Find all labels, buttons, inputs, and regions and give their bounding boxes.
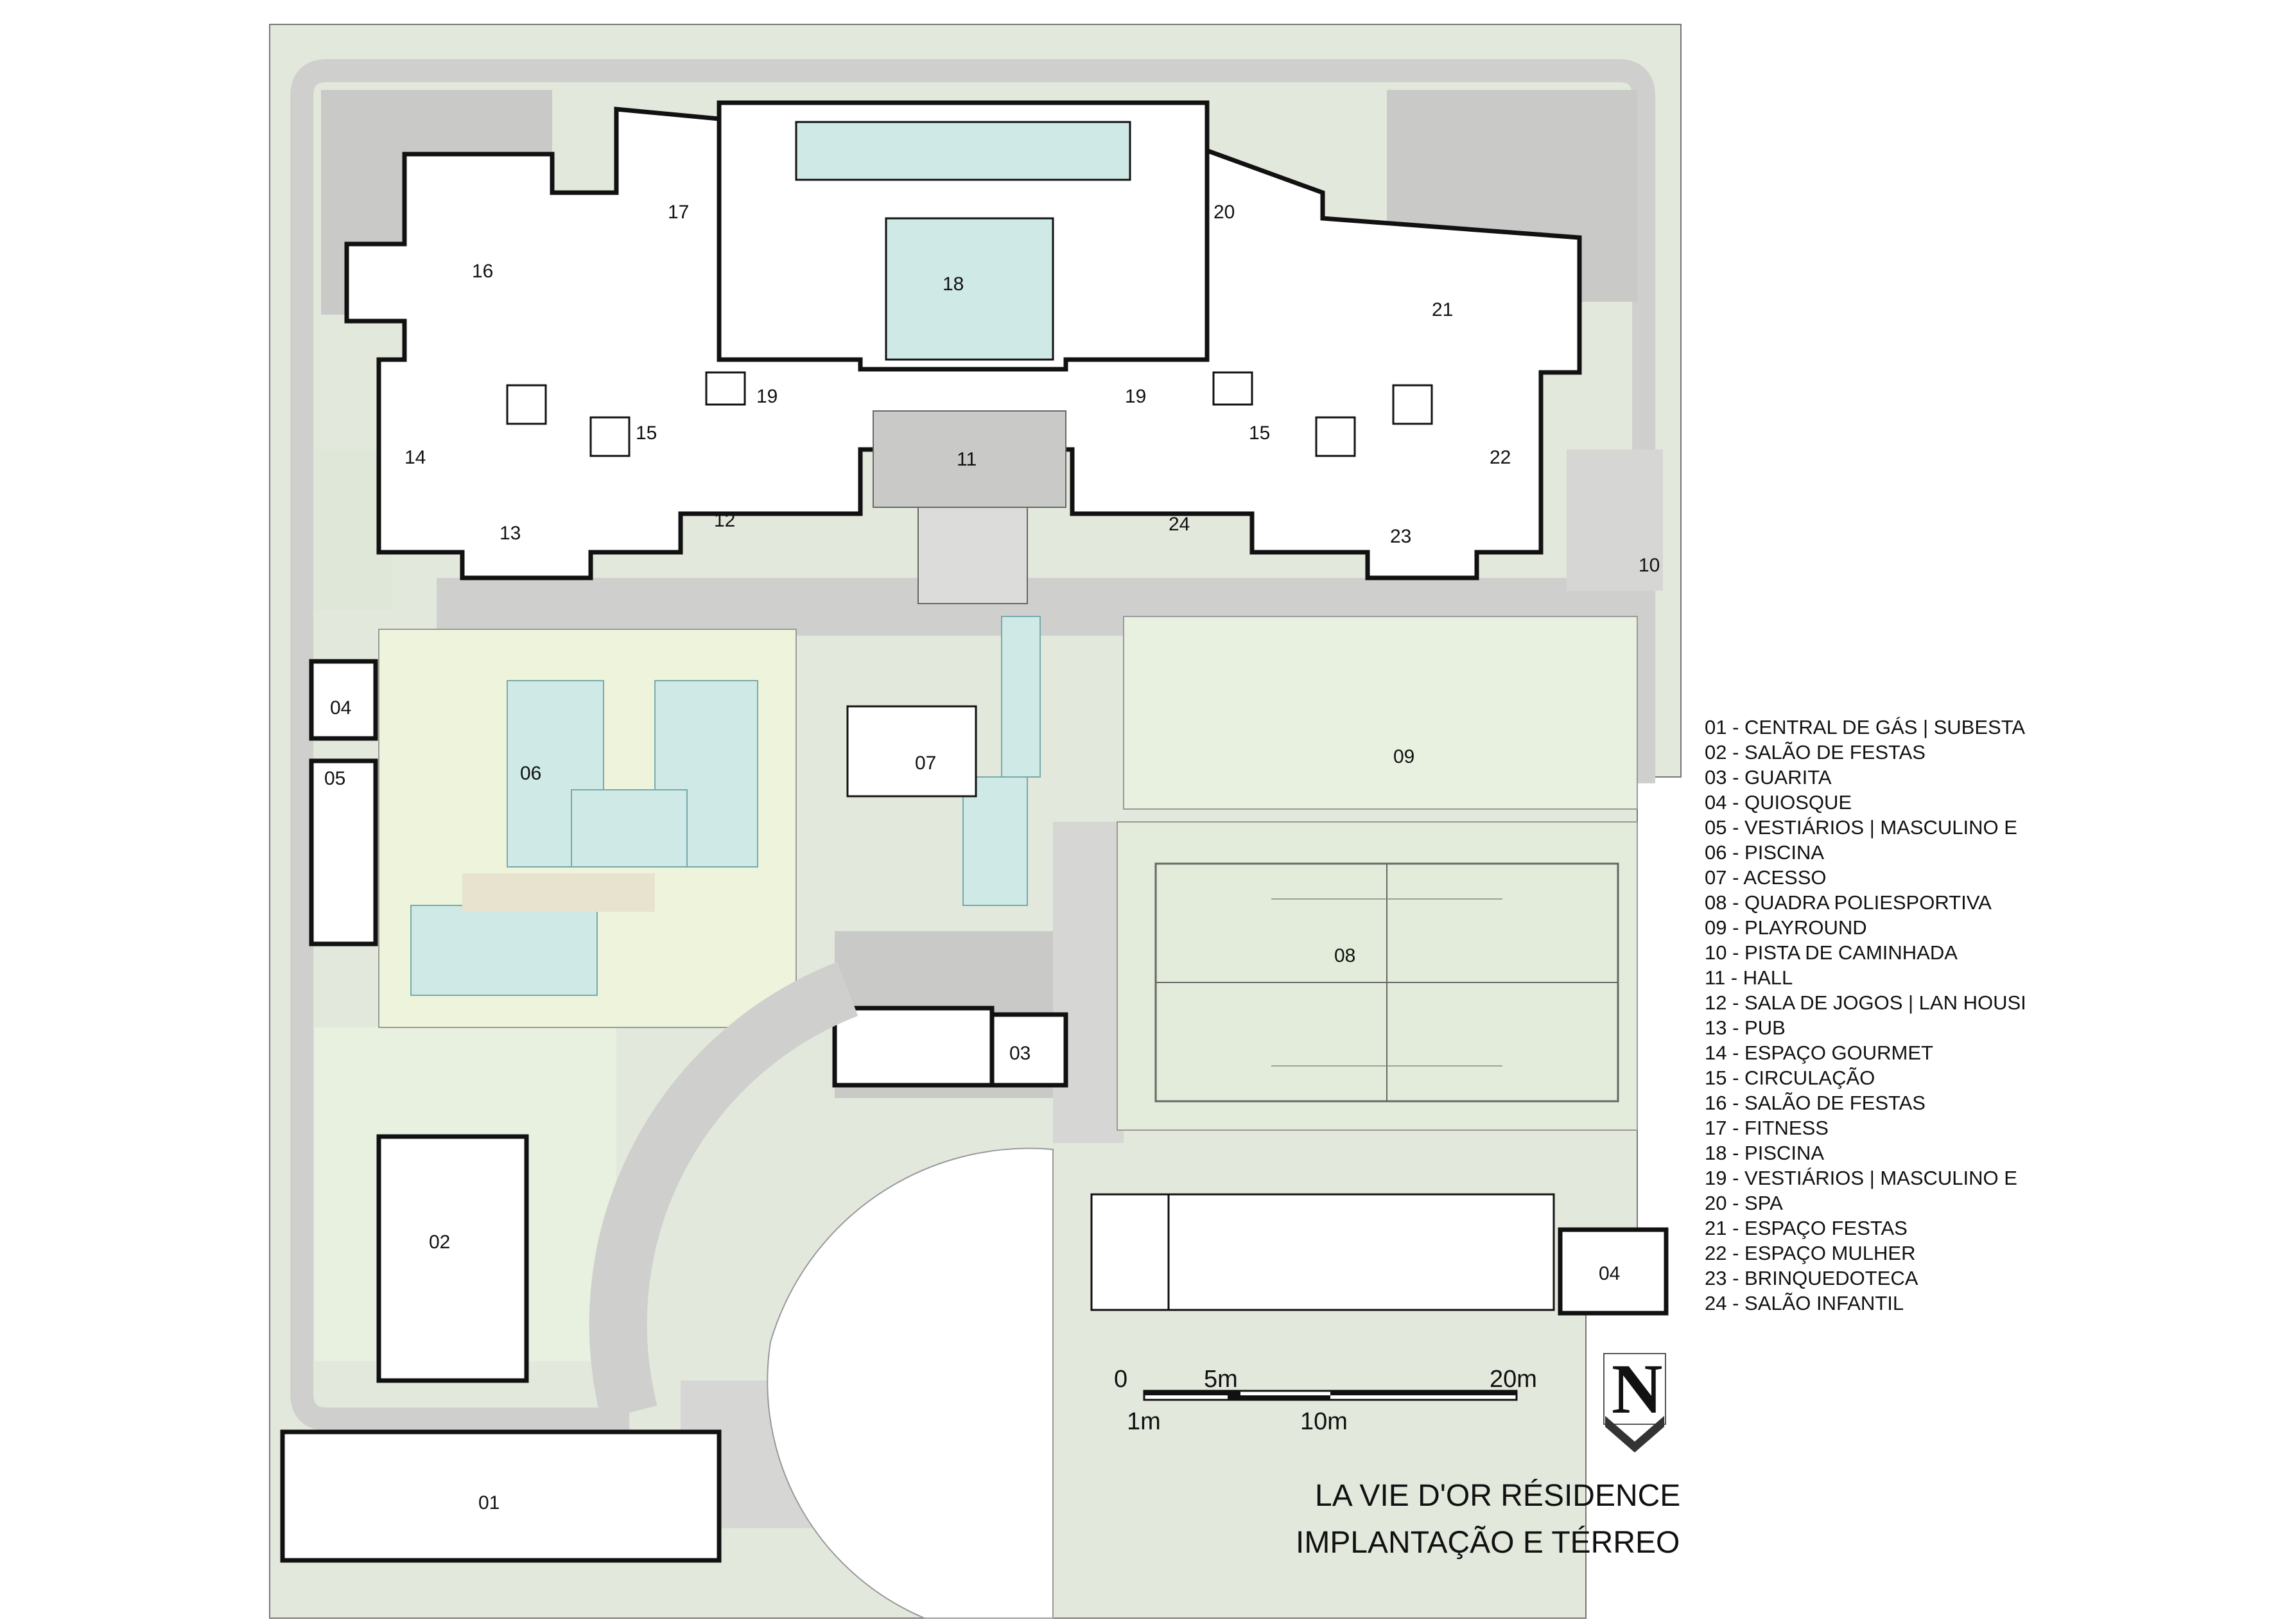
water-channel [846,616,1041,906]
changing-rooms-block [309,758,378,946]
room-label-04a: 04 [330,697,351,719]
legend-item-02: 02 - SALÃO DE FESTAS [1705,741,1926,763]
legend-item-09: 09 - PLAYROUND [1705,916,1867,939]
main-building [344,100,1582,604]
room-label-13: 13 [500,523,521,544]
legend-item-04: 04 - QUIOSQUE [1705,791,1852,814]
north-letter: N [1612,1350,1662,1428]
room-label-19a: 19 [756,386,778,407]
legend-item-10: 10 - PISTA DE CAMINHADA [1705,941,1958,964]
legend-item-08: 08 - QUADRA POLIESPORTIVA [1705,891,1992,914]
scale-label-1m: 1m [1127,1408,1161,1435]
room-label-12: 12 [714,510,735,531]
legend-item-16: 16 - SALÃO DE FESTAS [1705,1092,1926,1114]
driveway [589,962,1054,1619]
room-label-11: 11 [957,449,977,470]
scale-label-10m: 10m [1300,1408,1348,1435]
north-arrow-icon [1605,1416,1664,1452]
legend-item-12: 12 - SALA DE JOGOS | LAN HOUSI [1705,991,2026,1014]
room-label-05: 05 [324,768,345,789]
room-label-14: 14 [404,447,426,468]
room-label-16: 16 [472,261,493,282]
legend-item-15: 15 - CIRCULAÇÃO [1705,1067,1875,1089]
scale-bar: 0 5m 20m 1m 10m [1114,1366,1537,1435]
legend-item-07: 07 - ACESSO [1705,866,1827,889]
legend-item-13: 13 - PUB [1705,1016,1786,1039]
room-label-15a: 15 [636,423,657,444]
room-label-18: 18 [943,274,964,295]
title-block: LA VIE D'OR RÉSIDENCE IMPLANTAÇÃO E TÉRR… [1296,1479,1680,1560]
north-arrow: N [1603,1350,1666,1452]
legend-item-05: 05 - VESTIÁRIOS | MASCULINO E [1705,816,2017,839]
legend-item-01: 01 - CENTRAL DE GÁS | SUBESTA [1705,716,2025,738]
legend-item-06: 06 - PISCINA [1705,841,1824,864]
room-label-04b: 04 [1599,1263,1620,1284]
room-label-23: 23 [1390,526,1411,547]
legend-item-21: 21 - ESPAÇO FESTAS [1705,1217,1908,1239]
legend-item-19: 19 - VESTIÁRIOS | MASCULINO E [1705,1167,2017,1189]
legend-item-03: 03 - GUARITA [1705,766,1832,789]
legend-item-24: 24 - SALÃO INFANTIL [1705,1292,1904,1314]
drawing-subtitle: IMPLANTAÇÃO E TÉRREO [1296,1525,1680,1560]
sports-court [1154,862,1619,1103]
legend-item-23: 23 - BRINQUEDOTECA [1705,1267,1918,1289]
legend-item-22: 22 - ESPAÇO MULHER [1705,1242,1915,1264]
scale-label-0: 0 [1114,1366,1127,1393]
project-title: LA VIE D'OR RÉSIDENCE [1315,1479,1680,1513]
legend: 01 - CENTRAL DE GÁS | SUBESTA 02 - SALÃO… [1705,716,2026,1314]
room-labels: 01 02 03 04 04 05 06 07 08 09 10 11 12 1… [324,202,1660,1513]
room-label-24: 24 [1169,514,1190,535]
gas-central-block [280,1429,722,1563]
room-label-21: 21 [1432,299,1453,320]
legend-item-11: 11 - HALL [1705,966,1793,989]
room-label-03: 03 [1009,1043,1031,1064]
room-label-15b: 15 [1249,423,1270,444]
legend-item-18: 18 - PISCINA [1705,1142,1824,1164]
legend-item-20: 20 - SPA [1705,1192,1783,1214]
legend-item-14: 14 - ESPAÇO GOURMET [1705,1042,1933,1064]
gate-structure [832,1006,995,1088]
scale-label-20m: 20m [1490,1366,1537,1393]
room-label-07: 07 [915,753,936,774]
kiosk-west-block [309,659,378,741]
room-label-19b: 19 [1125,386,1146,407]
room-label-08: 08 [1334,945,1355,966]
room-label-10: 10 [1639,555,1660,576]
room-label-02: 02 [429,1232,450,1253]
scale-label-5m: 5m [1204,1366,1238,1393]
pool-deck [378,629,797,1028]
party-hall-block [376,1134,529,1383]
small-buildings [280,659,1669,1563]
legend-item-17: 17 - FITNESS [1705,1117,1829,1139]
kiosk-east-block [1558,1227,1669,1316]
room-label-01: 01 [478,1492,500,1513]
room-label-17: 17 [668,202,689,223]
room-label-22: 22 [1490,447,1511,468]
room-label-09: 09 [1393,746,1414,767]
room-label-20: 20 [1213,202,1235,223]
room-label-06: 06 [520,763,541,784]
